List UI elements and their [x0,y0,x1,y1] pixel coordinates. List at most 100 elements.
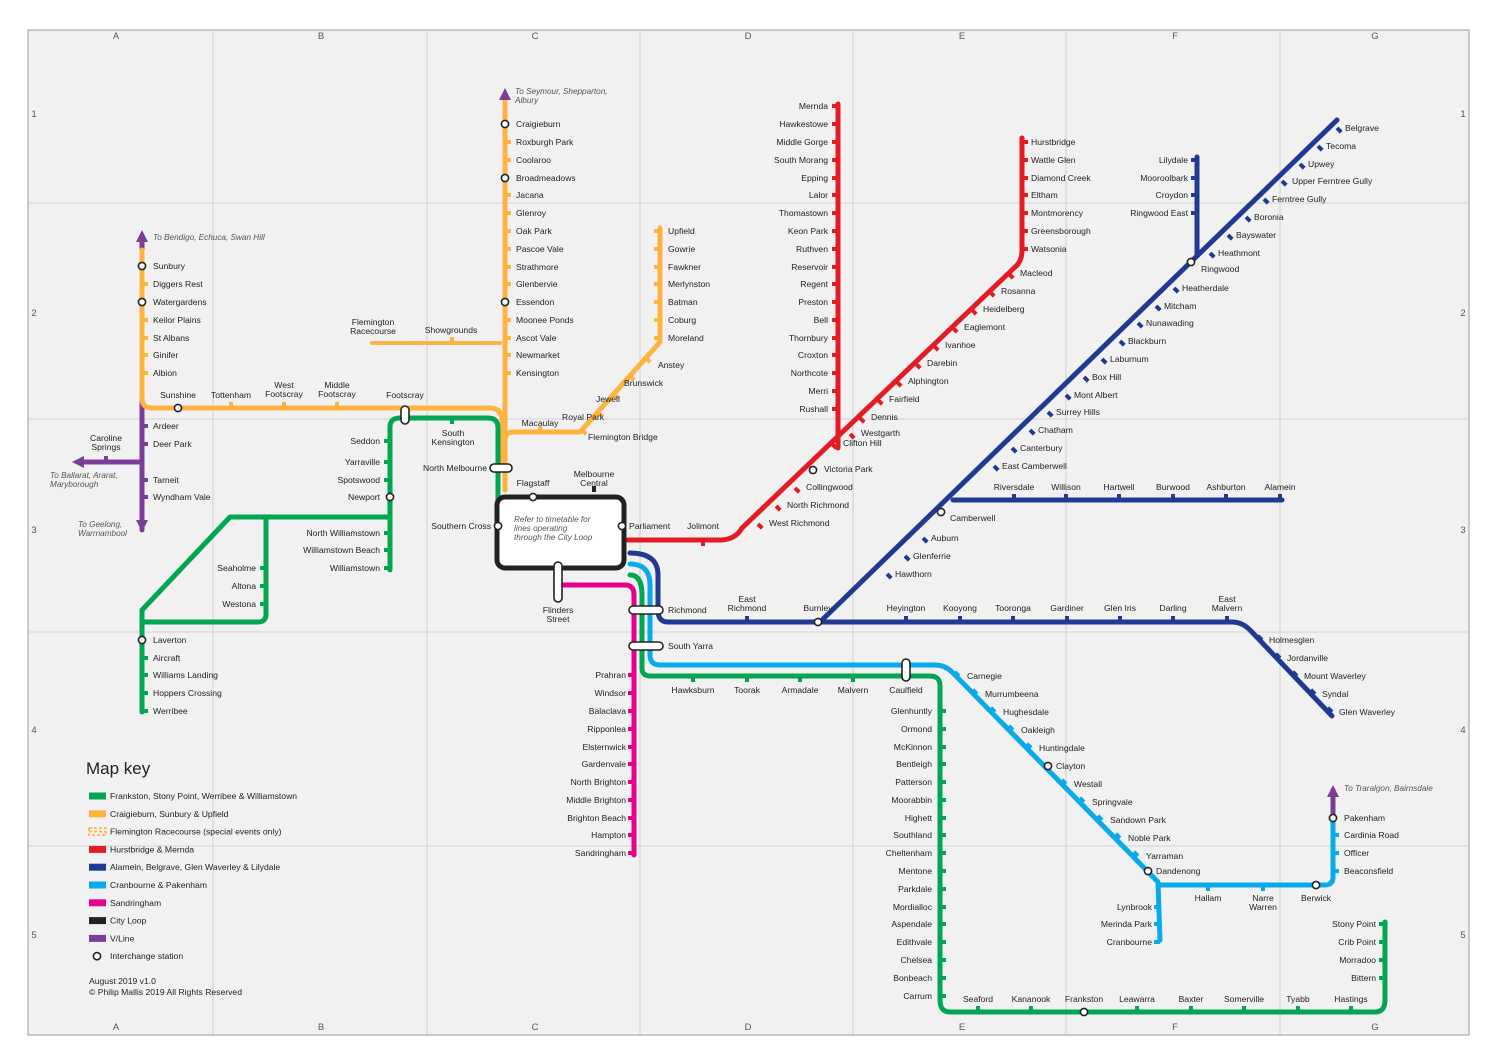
station-label-oak-park: Oak Park [516,226,553,236]
station-label-thornbury: Thornbury [789,333,829,343]
station-label-hampton: Hampton [591,830,626,840]
interchange-marker [528,492,538,502]
grid-row-label: 5 [31,930,36,941]
key-swatch [89,917,106,925]
station-label-nunawading: Nunawading [1146,318,1194,328]
station-label-clayton: Clayton [1056,761,1085,771]
grid-row-label: 2 [31,308,36,319]
station-label-strathmore: Strathmore [516,262,559,272]
station-tick [971,688,979,696]
key-swatch [89,934,106,942]
station-label-somerville: Somerville [1224,994,1264,1004]
station-label-macleod: Macleod [1020,268,1053,278]
map-copyright: © Philip Mallis 2019 All Rights Reserved [89,987,242,997]
key-item-alamein-belgrave-glen-waverley-lilydale: Alamein, Belgrave, Glen Waverley & Lilyd… [89,862,280,872]
station-label-patterson: Patterson [895,777,932,787]
station-label-bell: Bell [814,315,828,325]
station-label-southern-cross: Southern Cross [431,521,491,531]
station-label-hawthorn: Hawthorn [895,569,932,579]
station-label-mentone: Mentone [899,866,933,876]
station-tick [1244,215,1252,223]
station-label-oakleigh: Oakleigh [1021,725,1055,735]
station-label-tooronga: Tooronga [995,603,1031,613]
station-label-camberwell: Camberwell [950,513,995,523]
interchange-marker [808,465,818,475]
station-label-lilydale: Lilydale [1159,155,1188,165]
station-tick [951,326,959,334]
sandringham-line [557,582,637,858]
station-tick [580,428,588,436]
major-interchange-marker [628,605,664,615]
station-label-roxburgh-park: Roxburgh Park [516,137,574,147]
station-label-ringwood: Ringwood [1201,264,1239,274]
station-label-aspendale: Aspendale [891,919,932,929]
station-label-glenbervie: Glenbervie [516,279,558,289]
station-label-croxton: Croxton [798,350,828,360]
interchange-marker [500,173,510,183]
station-label-sunbury: Sunbury [153,261,186,271]
station-label-moonee-ponds: Moonee Ponds [516,315,574,325]
station-label-highett: Highett [905,813,933,823]
station-label-showgrounds: Showgrounds [425,325,478,335]
major-interchange-marker [628,641,664,651]
station-label-pakenham: Pakenham [1344,813,1385,823]
station-tick [989,706,997,714]
station-tick [756,522,764,530]
grid-col-label: D [745,1022,752,1033]
station-label-craigieburn: Craigieburn [516,119,561,129]
station-label-tyabb: Tyabb [1286,994,1310,1004]
station-label-edithvale: Edithvale [897,937,933,947]
station-tick [1100,357,1108,365]
station-label-cranbourne: Cranbourne [1107,937,1153,947]
key-swatch [89,899,106,907]
station-label-elsternwick: Elsternwick [583,742,627,752]
station-label-reservoir: Reservoir [791,262,828,272]
station-label-heathmont: Heathmont [1218,248,1261,258]
grid-row-label: 2 [1460,308,1465,319]
station-label-mitcham: Mitcham [1164,301,1196,311]
station-label-north-williamstown: North Williamstown [306,528,380,538]
key-swatch [89,863,106,871]
station-label-ivanhoe: Ivanhoe [945,340,976,350]
grid-lines [28,30,1469,1035]
station-label-alamein: Alamein [1264,482,1295,492]
map-key-title: Map key [86,759,151,778]
station-label-westall: Westall [1074,779,1102,789]
station-label-middle-brighton: Middle Brighton [566,795,626,805]
station-label-newport: Newport [348,492,381,502]
key-swatch-interchange [92,951,102,961]
station-label-tottenham: Tottenham [211,390,251,400]
frankston-line [627,572,1388,1015]
station-label-beaconsfield: Beaconsfield [1344,866,1393,876]
station-label-tecoma: Tecoma [1326,141,1356,151]
station-tick [932,344,940,352]
station-tick [1078,796,1086,804]
vline-arrow-southwest-icon [136,520,148,532]
station-tick [1256,634,1264,642]
grid-col-label: C [532,31,539,42]
station-label-eaglemont: Eaglemont [964,322,1006,332]
station-label-riversdale: Riversdale [994,482,1035,492]
station-label-anstey: Anstey [658,360,685,370]
station-label-leawarra: Leawarra [1119,994,1155,1004]
station-label-wyndham-vale: Wyndham Vale [153,492,211,502]
interchange-marker [1328,813,1338,823]
station-label-essendon: Essendon [516,297,554,307]
station-label-gardenvale: Gardenvale [582,759,627,769]
station-label-hawksburn: Hawksburn [672,685,715,695]
station-label-huntingdale: Huntingdale [1039,743,1085,753]
station-label-altona: Altona [232,581,257,591]
station-tick [1132,850,1140,858]
station-label-eltham: Eltham [1031,190,1058,200]
station-tick [953,670,961,678]
station-tick [988,290,996,298]
station-tick [1007,724,1015,732]
station-label-coolaroo: Coolaroo [516,155,551,165]
station-label-merlynston: Merlynston [668,279,710,289]
station-tick [1096,814,1104,822]
